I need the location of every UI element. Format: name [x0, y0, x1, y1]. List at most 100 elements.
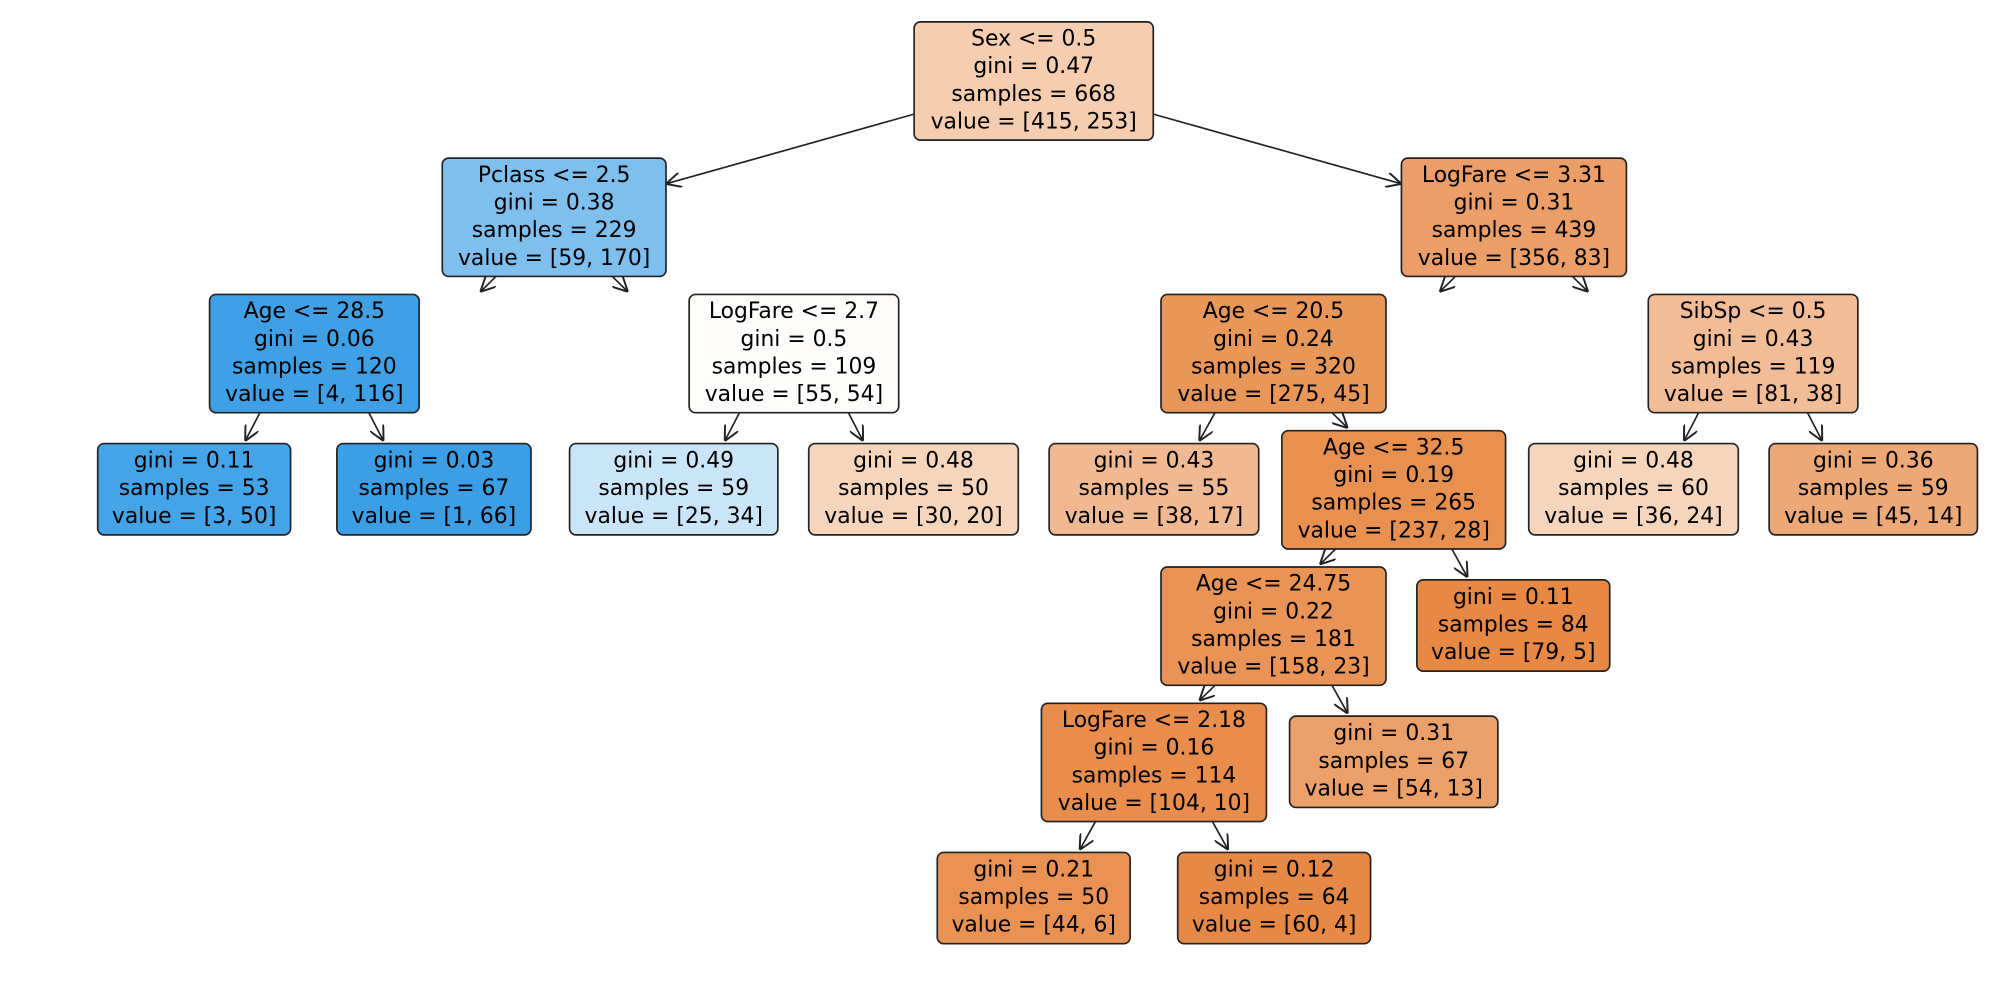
- tree-edge: [1199, 684, 1216, 700]
- node-label: value = [415, 253]: [931, 109, 1137, 134]
- node-label: gini = 0.03: [374, 449, 495, 474]
- node-label: value = [275, 45]: [1177, 382, 1369, 407]
- node-box: [1288, 715, 1499, 809]
- node-label: gini = 0.47: [973, 54, 1094, 79]
- node-label: gini = 0.24: [1213, 327, 1334, 352]
- node-label: LogFare <= 2.18: [1062, 708, 1246, 733]
- node-box: [1040, 702, 1268, 823]
- node-label: gini = 0.16: [1094, 736, 1215, 761]
- node-label: gini = 0.31: [1454, 190, 1575, 215]
- tree-edge: [1153, 113, 1401, 184]
- node-label: gini = 0.12: [1214, 857, 1335, 882]
- node-box: [1416, 579, 1611, 672]
- node-label: samples = 229: [472, 218, 637, 243]
- tree-edge: [847, 412, 863, 441]
- tree-edge: [1331, 684, 1348, 713]
- node-label: value = [4, 116]: [225, 382, 403, 407]
- node-label: samples = 119: [1671, 354, 1836, 379]
- node-label: samples = 265: [1311, 491, 1476, 516]
- node-label: value = [79, 5]: [1431, 640, 1595, 665]
- node-label: Age <= 20.5: [1203, 299, 1344, 324]
- node-box: [441, 157, 667, 278]
- tree-edge: [611, 275, 628, 291]
- node-label: value = [356, 83]: [1418, 246, 1610, 271]
- node-box: [807, 442, 1020, 536]
- node-box: [1400, 157, 1628, 278]
- node-label: samples = 668: [951, 82, 1116, 107]
- node-label: value = [81, 38]: [1664, 382, 1842, 407]
- node-label: value = [30, 20]: [824, 504, 1002, 529]
- node-label: value = [1, 66]: [352, 504, 516, 529]
- tree-edge: [1571, 275, 1588, 291]
- node-label: gini = 0.49: [613, 449, 734, 474]
- tree-edge: [1440, 275, 1457, 291]
- node-label: samples = 67: [359, 476, 510, 501]
- node-label: samples = 181: [1191, 627, 1356, 652]
- tree-edge: [1451, 548, 1468, 577]
- node-label: samples = 59: [1798, 476, 1949, 501]
- node-label: value = [3, 50]: [112, 504, 276, 529]
- tree-edge: [1211, 821, 1228, 850]
- node-label: samples = 439: [1432, 218, 1597, 243]
- node-label: gini = 0.48: [853, 449, 974, 474]
- tree-edge: [725, 412, 741, 441]
- node-label: gini = 0.31: [1333, 721, 1454, 746]
- node-label: value = [104, 10]: [1058, 791, 1250, 816]
- node-label: gini = 0.36: [1813, 449, 1934, 474]
- node-label: samples = 55: [1079, 476, 1230, 501]
- node-label: samples = 50: [958, 885, 1109, 910]
- tree-edge: [1320, 548, 1337, 564]
- node-box: [936, 851, 1131, 945]
- node-label: gini = 0.19: [1333, 463, 1454, 488]
- node-label: samples = 64: [1199, 885, 1350, 910]
- node-box: [336, 442, 532, 536]
- node-box: [568, 442, 779, 536]
- tree-edge: [1199, 412, 1216, 441]
- node-label: gini = 0.21: [973, 857, 1094, 882]
- node-label: samples = 120: [232, 354, 397, 379]
- tree-edge: [1684, 412, 1700, 441]
- node-label: Age <= 28.5: [244, 299, 385, 324]
- node-box: [1160, 566, 1387, 687]
- node-label: samples = 50: [838, 476, 989, 501]
- node-label: samples = 109: [712, 354, 877, 379]
- node-label: value = [59, 170]: [458, 246, 650, 271]
- node-label: gini = 0.43: [1693, 327, 1814, 352]
- node-label: value = [38, 17]: [1065, 504, 1243, 529]
- node-label: gini = 0.38: [494, 190, 615, 215]
- tree-edge: [1806, 412, 1823, 441]
- node-label: samples = 67: [1318, 749, 1469, 774]
- tree-edge: [666, 113, 915, 184]
- node-label: SibSp <= 0.5: [1680, 299, 1827, 324]
- node-box: [1176, 851, 1372, 945]
- node-label: value = [158, 23]: [1177, 655, 1369, 680]
- node-label: Pclass <= 2.5: [478, 163, 631, 188]
- node-label: value = [25, 34]: [585, 504, 763, 529]
- node-box: [96, 442, 292, 536]
- tree-edge: [245, 412, 261, 441]
- node-label: value = [55, 54]: [705, 382, 883, 407]
- node-label: gini = 0.43: [1094, 449, 1215, 474]
- node-box: [208, 293, 420, 414]
- node-label: LogFare <= 2.7: [709, 299, 879, 324]
- node-box: [1048, 442, 1260, 536]
- node-label: LogFare <= 3.31: [1422, 163, 1606, 188]
- node-box: [1160, 293, 1387, 414]
- tree-edge: [480, 275, 497, 291]
- node-label: samples = 60: [1558, 476, 1709, 501]
- node-label: samples = 59: [598, 476, 749, 501]
- node-label: samples = 53: [119, 476, 270, 501]
- node-box: [1281, 429, 1507, 550]
